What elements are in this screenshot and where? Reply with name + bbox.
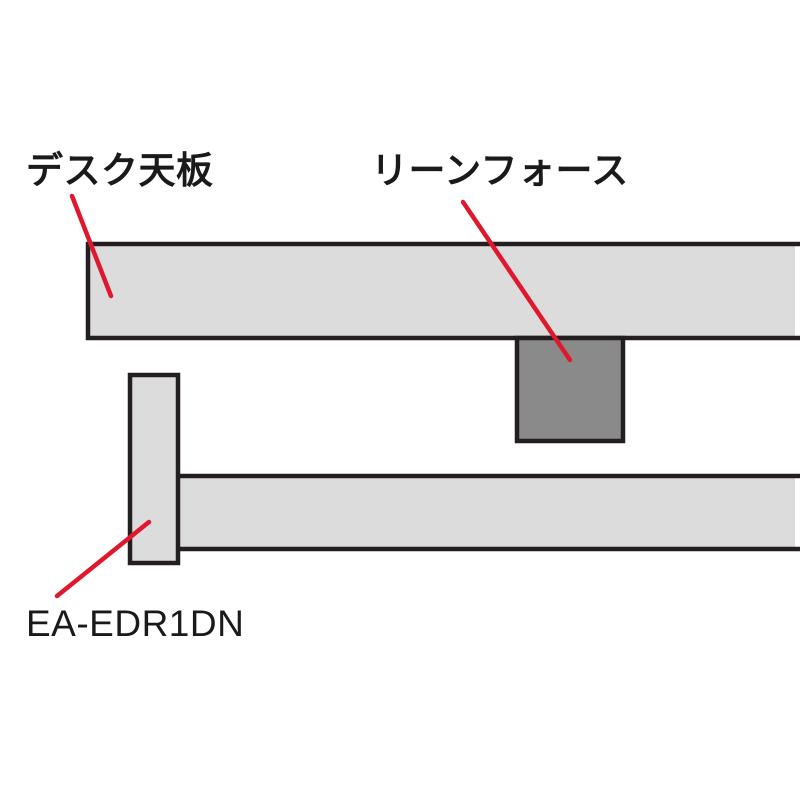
reinforce-block bbox=[514, 335, 626, 444]
label-desk-top-panel: デスク天板 bbox=[26, 149, 214, 192]
bracket-horizontal-outline bbox=[178, 473, 800, 552]
bracket-horizontal-body bbox=[178, 476, 795, 549]
label-product-code: EA-EDR1DN bbox=[26, 603, 245, 644]
leader-line-product bbox=[54, 519, 152, 599]
desk-top-panel-body bbox=[88, 244, 795, 338]
leader-line-reinforce bbox=[460, 199, 573, 363]
desk-top-panel bbox=[85, 241, 800, 341]
leader-lines bbox=[54, 193, 573, 599]
reinforce-block-body bbox=[514, 335, 626, 444]
bracket-vertical-body bbox=[127, 372, 181, 566]
leader-line-desk-top bbox=[69, 193, 114, 299]
label-reinforce-block: リーンフォース bbox=[371, 149, 629, 192]
bracket-horizontal-arm bbox=[178, 473, 800, 552]
desk-top-panel-outline bbox=[85, 241, 800, 341]
bracket-vertical-post bbox=[127, 372, 181, 566]
